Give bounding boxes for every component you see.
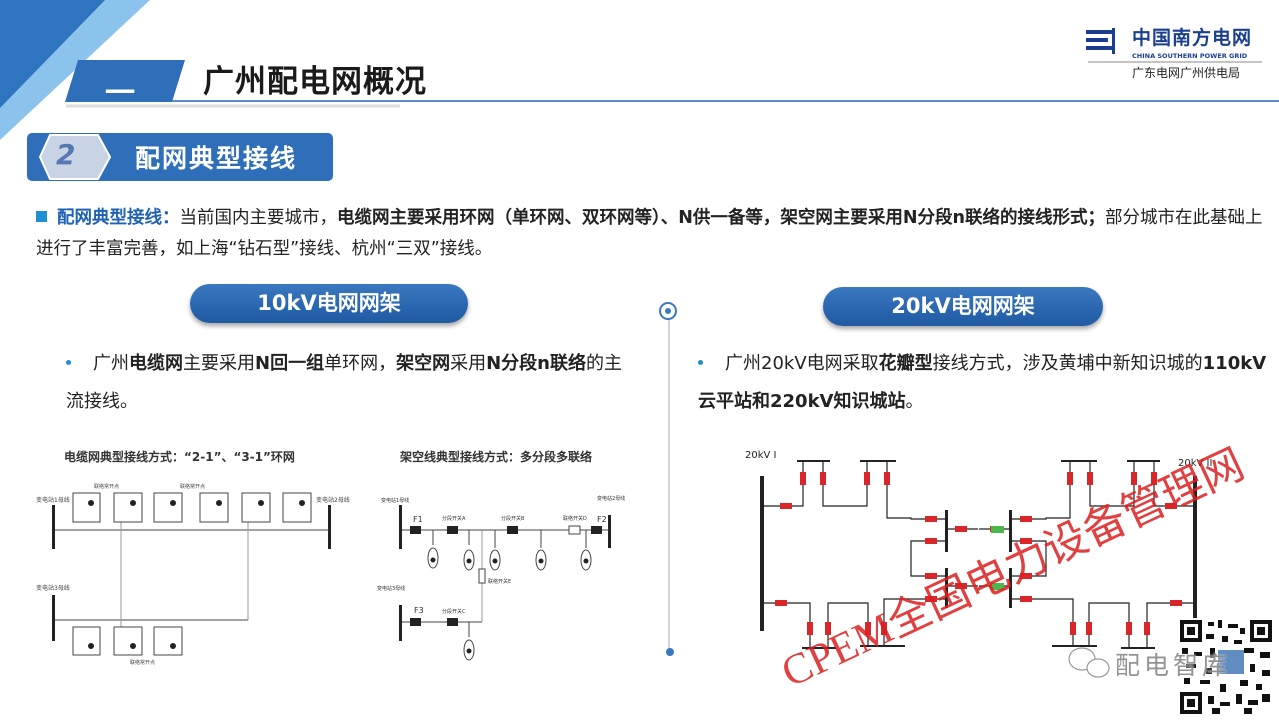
bus-label: 20kV I: [745, 450, 776, 461]
intro-text: 当前国内主要城市，: [179, 208, 338, 228]
wechat-icon: [1068, 647, 1110, 678]
open-point-label: 联络常开点: [180, 483, 205, 490]
csg-logo-icon: [1086, 28, 1115, 54]
open-switch-icon: [991, 526, 1004, 533]
bus-label: 20kV II: [1178, 458, 1212, 469]
text: 的主流接线。: [66, 353, 622, 412]
bus-label: 变电站2母线: [316, 496, 350, 504]
switch-label: 联络开关D: [563, 515, 587, 522]
open-switch-icon: [991, 583, 1004, 590]
bullet-dot-icon: [698, 360, 703, 365]
text: 单环网，: [324, 353, 397, 374]
logo-name-en: CHINA SOUTHERN POWER GRID: [1132, 52, 1248, 60]
text-bold: 电缆网: [129, 353, 183, 374]
section-number: 一: [105, 76, 135, 111]
subsection-number: 2: [56, 138, 76, 171]
left-bullet: 广州电缆网主要采用N回一组单环网，架空网采用N分段n联络的主流接线。: [66, 345, 626, 421]
intro-bold: 电缆网主要采用环网（单环网、双环网等）、N供一备等，架空网主要采用N分段n联络的…: [337, 208, 1105, 228]
text-bold: 110kV云平站和220kV知识城站: [698, 353, 1267, 412]
cable-ring-diagram: 变电站1母线 变电站2母线 变电站3母线 联络常开点 联络常开点 联络常开点: [36, 483, 350, 666]
text: 采用: [450, 353, 487, 374]
logo-name-cn: 中国南方电网: [1132, 27, 1253, 49]
page-title: 广州配电网概况: [203, 64, 427, 100]
bus-label: 变电站1母线: [36, 496, 70, 504]
text-bold: 花瓣型: [878, 353, 933, 374]
qr-code: [1178, 618, 1273, 716]
overhead-diagram-title: 架空线典型接线方式：多分段多联络: [400, 450, 593, 464]
text: 。: [905, 391, 924, 412]
open-point-label: 联络常开点: [130, 659, 155, 666]
switch-label: 分段开关C: [442, 608, 466, 615]
square-bullet-icon: [36, 211, 47, 222]
petal-network-diagram: 20kV I 20kV II: [745, 450, 1212, 649]
open-point-label: 联络常开点: [94, 483, 119, 490]
text: 主要采用: [183, 353, 255, 374]
text-bold: 架空网: [396, 353, 451, 374]
intro-paragraph: 配网典型接线：当前国内主要城市，电缆网主要采用环网（单环网、双环网等）、N供一备…: [36, 203, 1266, 265]
bus-label: 变电站3母线: [377, 585, 405, 592]
logo-unit: 广东电网广州供电局: [1132, 66, 1241, 80]
text: 接线方式，涉及黄埔中新知识城的: [932, 353, 1203, 374]
intro-label: 配网典型接线：: [57, 208, 180, 228]
switch-label: 联络开关E: [488, 578, 511, 585]
wechat-watermark: 配电智库: [1115, 651, 1232, 680]
switch-label: 分段开关A: [442, 515, 466, 522]
bus-label: 变电站3母线: [36, 584, 70, 592]
feeder-label: F2: [597, 515, 607, 524]
bus-label: 变电站2母线: [597, 495, 625, 502]
text: 广州20kV电网采取: [725, 353, 879, 374]
right-bullet: 广州20kV电网采取花瓣型接线方式，涉及黄埔中新知识城的110kV云平站和220…: [698, 345, 1278, 421]
overhead-multi-section-diagram: 变电站1母线 变电站2母线 变电站3母线 F1 F2 F3 分段开关A 分段开关…: [377, 495, 625, 661]
subsection-title: 配网典型接线: [135, 144, 298, 173]
pill-10kv-grid: 10kV电网网架: [190, 284, 468, 323]
cable-diagram-title: 电缆网典型接线方式：“2-1”、“3-1”环网: [64, 450, 295, 464]
bus-label: 变电站1母线: [381, 497, 409, 504]
corner-decoration-dark: [0, 0, 105, 108]
text: 广州: [93, 353, 129, 374]
switch-label: 分段开关B: [501, 515, 525, 522]
text-bold: N回一组: [255, 353, 325, 374]
feeder-label: F3: [414, 606, 424, 615]
intro-text: 部分城市在此基础上进行了丰富完善，如上海“钻石型”接线、杭州“三双”接线。: [36, 208, 1263, 259]
section-number-badge: [65, 60, 185, 102]
feeder-label: F1: [413, 515, 423, 524]
text-bold: N分段n联络: [486, 353, 586, 374]
pill-20kv-grid: 20kV电网网架: [823, 287, 1103, 326]
bullet-dot-icon: [66, 360, 71, 365]
